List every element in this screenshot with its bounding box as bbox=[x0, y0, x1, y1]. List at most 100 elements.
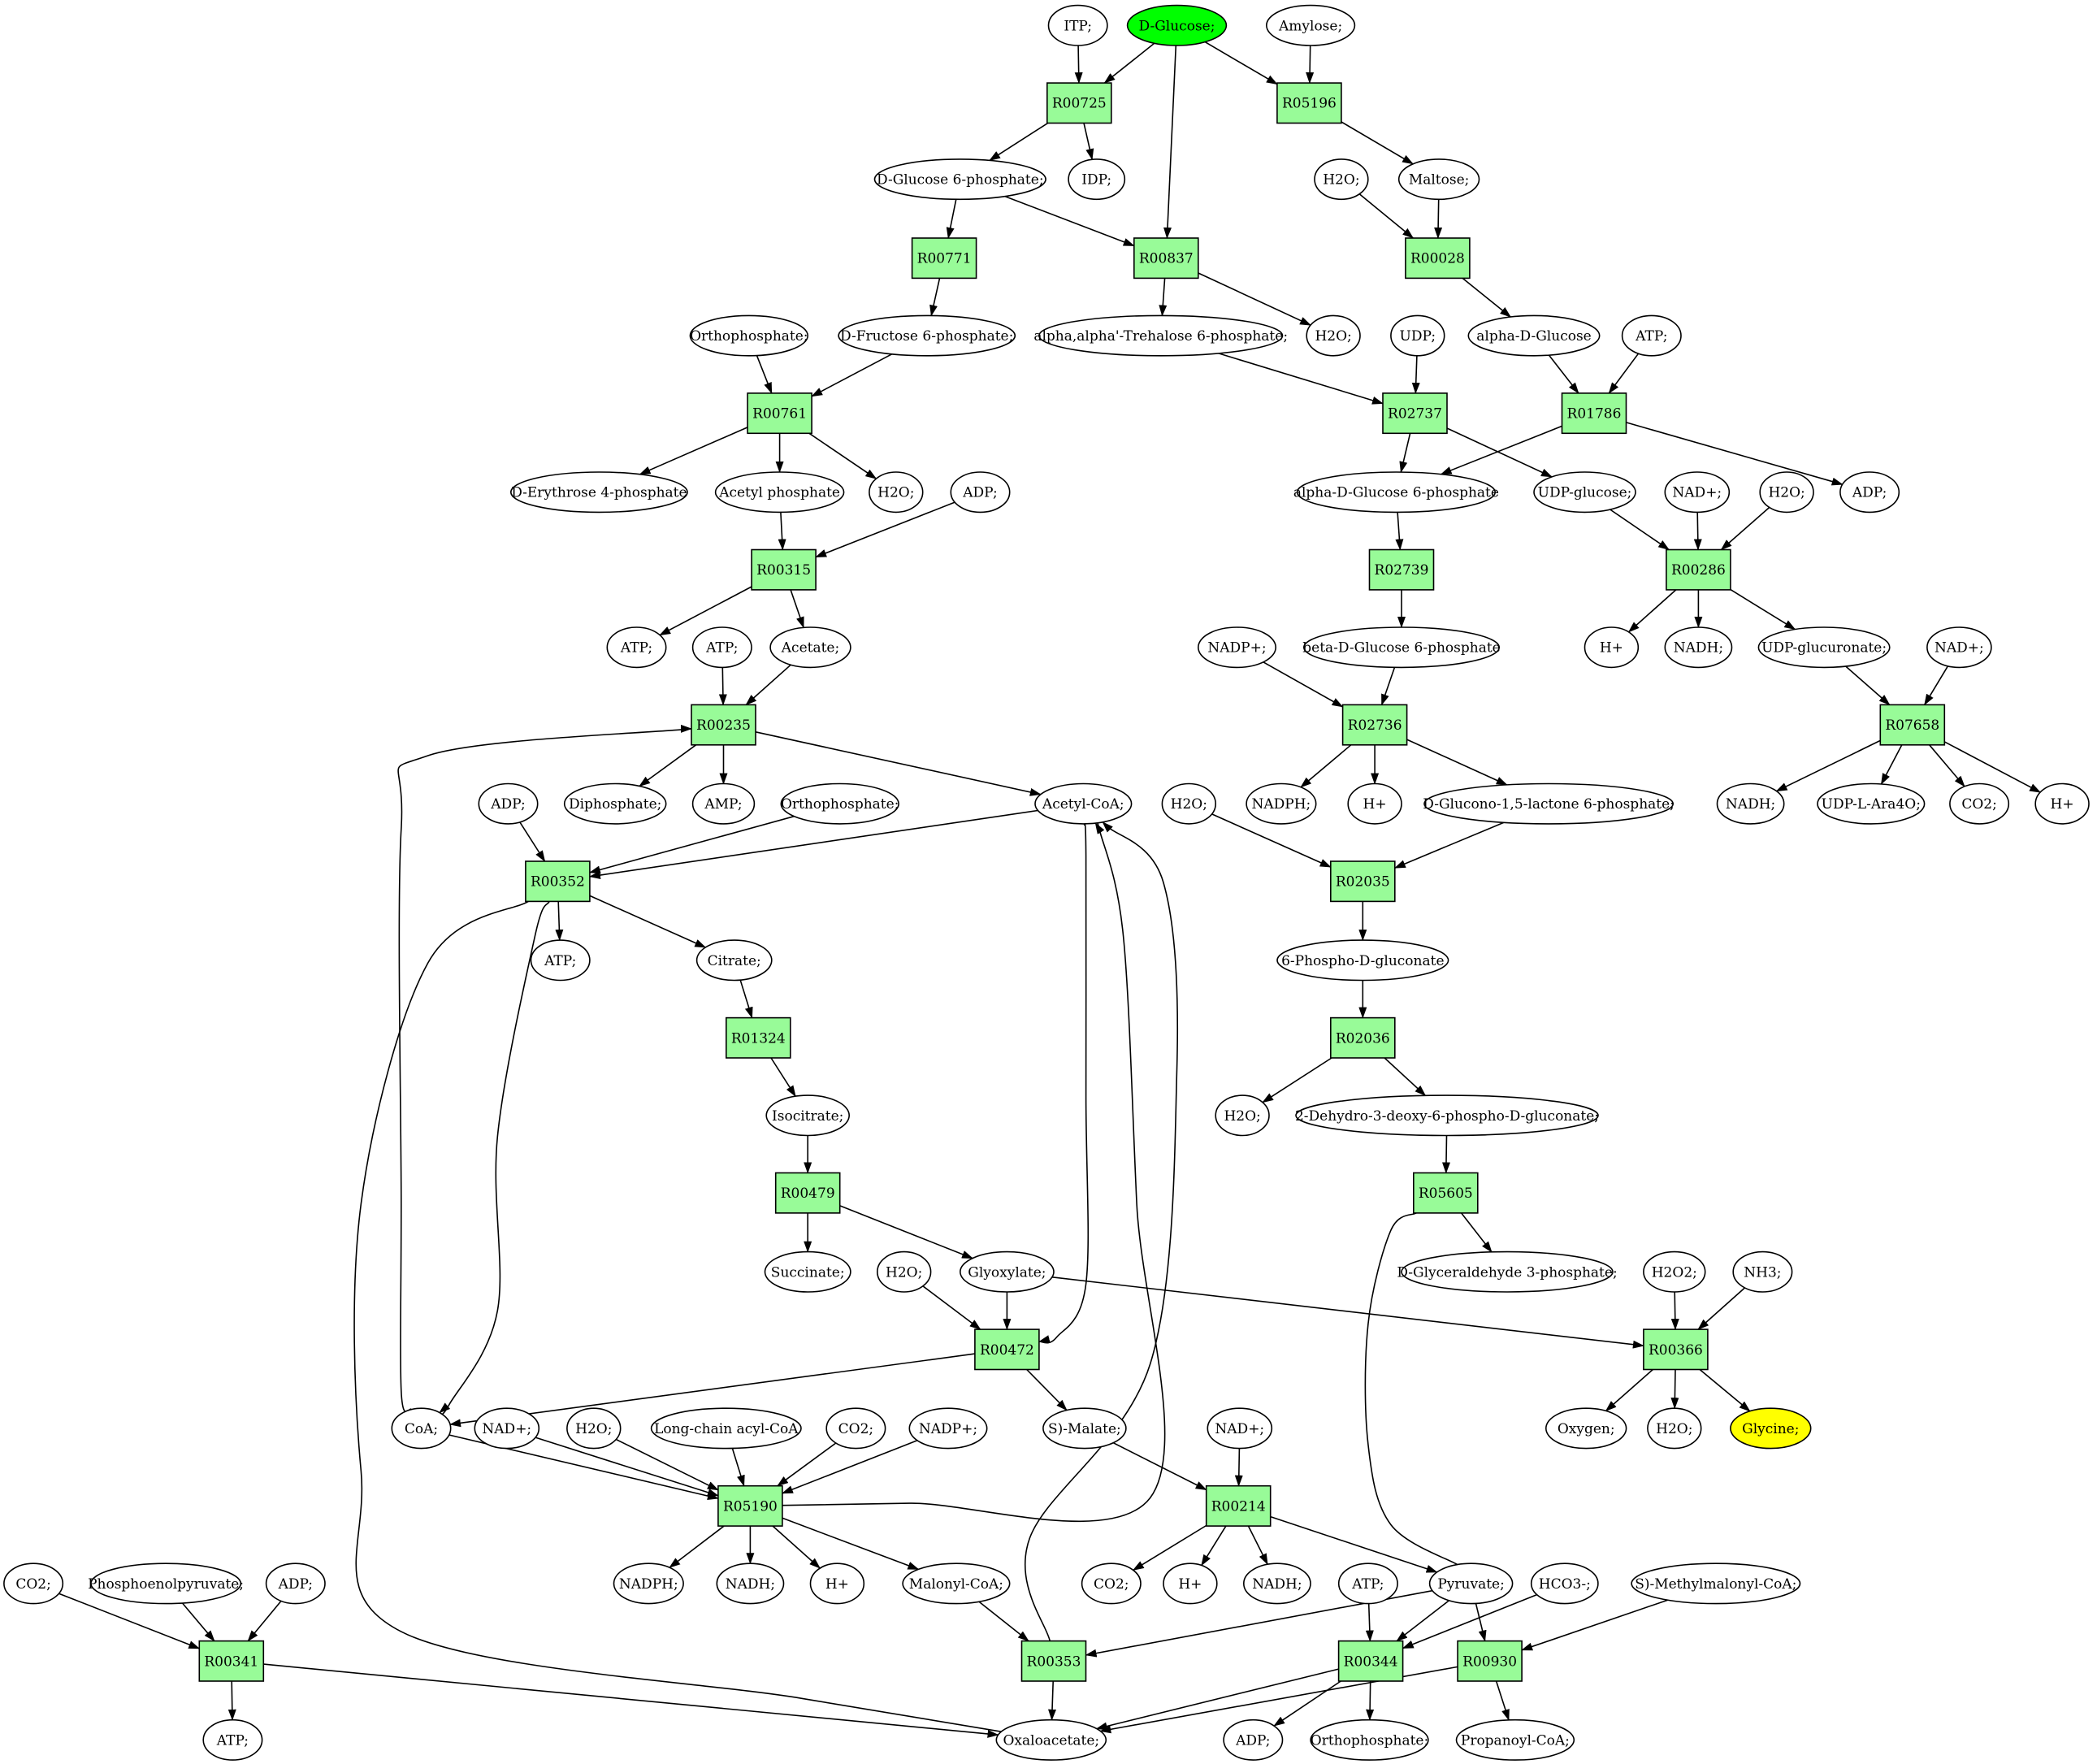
compound-node-c_udpara[interactable]: UDP-L-Ara4O; bbox=[1817, 782, 1926, 825]
reaction-node-r_R00725[interactable]: R00725 bbox=[1046, 82, 1112, 124]
compound-node-c_nadh_c[interactable]: NADH; bbox=[716, 1562, 785, 1605]
compound-node-c_diphosphate[interactable]: Diphosphate; bbox=[563, 782, 667, 825]
compound-node-c_ortho_c[interactable]: Orthophosphate; bbox=[1310, 1718, 1429, 1761]
compound-node-c_h2o_e[interactable]: H2O; bbox=[1161, 782, 1217, 825]
compound-node-c_adp_b[interactable]: ADP; bbox=[1839, 471, 1900, 514]
compound-node-c_idp[interactable]: IDP; bbox=[1068, 158, 1126, 201]
compound-node-c_atp_d[interactable]: ATP; bbox=[530, 939, 591, 982]
compound-node-c_nadpplus_a[interactable]: NADP+; bbox=[1198, 626, 1277, 669]
compound-node-c_oxygen[interactable]: Oxygen; bbox=[1545, 1407, 1627, 1450]
compound-node-c_adp_d[interactable]: ADP; bbox=[265, 1562, 326, 1605]
compound-node-c_f6p[interactable]: D-Fructose 6-phosphate; bbox=[838, 314, 1016, 357]
compound-node-c_acetylcoa[interactable]: Acetyl-CoA; bbox=[1034, 782, 1133, 825]
compound-node-c_nadh_d[interactable]: NADH; bbox=[1243, 1562, 1311, 1605]
compound-node-c_succinate[interactable]: Succinate; bbox=[764, 1250, 851, 1293]
reaction-node-r_R00353[interactable]: R00353 bbox=[1020, 1640, 1087, 1682]
compound-node-c_co2_a[interactable]: CO2; bbox=[1949, 782, 2010, 825]
compound-node-c_adp_c[interactable]: ADP; bbox=[478, 782, 539, 825]
compound-node-c_e4p[interactable]: D-Erythrose 4-phosphate bbox=[510, 471, 688, 514]
compound-node-c_isocitrate[interactable]: Isocitrate; bbox=[765, 1094, 851, 1137]
reaction-node-r_R00028[interactable]: R00028 bbox=[1405, 237, 1471, 280]
compound-node-c_nh3[interactable]: NH3; bbox=[1732, 1250, 1793, 1293]
compound-node-c_atp_f[interactable]: ATP; bbox=[202, 1718, 263, 1761]
compound-node-c_h2o_c[interactable]: H2O; bbox=[869, 471, 924, 514]
compound-node-c_atp_c[interactable]: ATP; bbox=[691, 626, 752, 669]
reaction-node-r_R00366[interactable]: R00366 bbox=[1643, 1328, 1709, 1371]
compound-node-c_nadp_c[interactable]: NAD+; bbox=[474, 1407, 540, 1450]
compound-node-c_acetylp[interactable]: Acetyl phosphate bbox=[714, 471, 845, 514]
compound-node-c_h2o_h[interactable]: H2O; bbox=[566, 1407, 622, 1450]
compound-node-c_amp[interactable]: AMP; bbox=[691, 782, 756, 825]
reaction-node-r_R00344[interactable]: R00344 bbox=[1337, 1640, 1404, 1682]
compound-node-c_pyruvate[interactable]: Pyruvate; bbox=[1428, 1562, 1514, 1605]
reaction-node-r_R05605[interactable]: R05605 bbox=[1413, 1172, 1479, 1214]
compound-node-c_h2o_a[interactable]: H2O; bbox=[1314, 158, 1369, 201]
compound-node-c_pep[interactable]: Phosphoenolpyruvate; bbox=[88, 1562, 244, 1605]
reaction-node-r_R01324[interactable]: R01324 bbox=[725, 1016, 791, 1059]
compound-node-c_ag6p[interactable]: alpha-D-Glucose 6-phosphate bbox=[1293, 471, 1499, 514]
compound-node-c_nadpplus_b[interactable]: NADP+; bbox=[908, 1407, 988, 1450]
compound-node-c_udpglucose[interactable]: UDP-glucose; bbox=[1533, 471, 1636, 514]
compound-node-c_amylose[interactable]: Amylose; bbox=[1265, 4, 1356, 46]
compound-node-c_hplus_b[interactable]: H+ bbox=[1347, 782, 1402, 825]
compound-node-c_nadph_b[interactable]: NADPH; bbox=[613, 1562, 684, 1605]
compound-node-c_nadph_a[interactable]: NADPH; bbox=[1246, 782, 1317, 825]
compound-node-c_hco3[interactable]: HCO3-; bbox=[1530, 1562, 1599, 1605]
reaction-node-r_R02736[interactable]: R02736 bbox=[1341, 704, 1408, 746]
compound-node-c_adglucose[interactable]: alpha-D-Glucose bbox=[1467, 314, 1601, 357]
compound-node-c_ortho_a[interactable]: Orthophosphate; bbox=[689, 314, 808, 357]
compound-node-c_hplus_e[interactable]: H+ bbox=[1163, 1562, 1218, 1605]
reaction-node-r_R00761[interactable]: R00761 bbox=[747, 392, 812, 435]
reaction-node-r_R00214[interactable]: R00214 bbox=[1205, 1484, 1272, 1527]
compound-node-c_smalate[interactable]: S)-Malate; bbox=[1042, 1407, 1127, 1450]
reaction-node-r_R00352[interactable]: R00352 bbox=[525, 860, 591, 903]
reaction-node-r_R00235[interactable]: R00235 bbox=[691, 704, 756, 746]
reaction-node-r_R00341[interactable]: R00341 bbox=[198, 1640, 265, 1682]
reaction-node-r_R01786[interactable]: R01786 bbox=[1561, 392, 1627, 435]
compound-node-c_smethylmalonylcoa[interactable]: S)-Methylmalonyl-CoA; bbox=[1631, 1562, 1801, 1605]
compound-node-c_nadp_a[interactable]: NAD+; bbox=[1664, 471, 1731, 514]
compound-node-c_nadh_b[interactable]: NADH; bbox=[1716, 782, 1785, 825]
compound-node-c_acetate[interactable]: Acetate; bbox=[769, 626, 851, 669]
compound-node-c_co2_c[interactable]: CO2; bbox=[3, 1562, 64, 1605]
compound-node-c_citrate[interactable]: Citrate; bbox=[695, 939, 773, 982]
compound-node-c_co2_b[interactable]: CO2; bbox=[825, 1407, 886, 1450]
compound-node-c_gap[interactable]: D-Glyceraldehyde 3-phosphate; bbox=[1397, 1250, 1618, 1293]
compound-node-c_glyoxylate[interactable]: Glyoxylate; bbox=[960, 1250, 1055, 1293]
compound-node-c_kdpg[interactable]: 2-Dehydro-3-deoxy-6-phospho-D-gluconate; bbox=[1295, 1094, 1599, 1137]
reaction-node-r_R07658[interactable]: R07658 bbox=[1879, 704, 1946, 746]
compound-node-c_glycine[interactable]: Glycine; bbox=[1730, 1407, 1812, 1450]
compound-node-c_trehalose6p[interactable]: alpha,alpha'-Trehalose 6-phosphate; bbox=[1033, 314, 1288, 357]
compound-node-c_oxaloacetate[interactable]: Oxaloacetate; bbox=[995, 1718, 1107, 1761]
compound-node-c_lcacylcoa[interactable]: Long-chain acyl-CoA bbox=[650, 1407, 802, 1450]
compound-node-c_ortho_b[interactable]: Orthophosphate; bbox=[780, 782, 899, 825]
compound-node-c_nadh_a[interactable]: NADH; bbox=[1664, 626, 1733, 669]
compound-node-c_hplus_c[interactable]: H+ bbox=[2034, 782, 2090, 825]
reaction-node-r_R00286[interactable]: R00286 bbox=[1666, 548, 1731, 591]
compound-node-c_co2_d[interactable]: CO2; bbox=[1081, 1562, 1142, 1605]
compound-node-c_hplus_d[interactable]: H+ bbox=[809, 1562, 865, 1605]
compound-node-c_propanoylcoa[interactable]: Propanoyl-CoA; bbox=[1455, 1718, 1575, 1761]
compound-node-c_udp[interactable]: UDP; bbox=[1390, 314, 1445, 357]
compound-node-c_atp_a[interactable]: ATP; bbox=[1621, 314, 1682, 357]
compound-node-c_udpglucuronate[interactable]: UDP-glucuronate; bbox=[1757, 626, 1891, 669]
reaction-node-r_R02035[interactable]: R02035 bbox=[1330, 860, 1396, 903]
reaction-node-r_R05190[interactable]: R05190 bbox=[717, 1484, 783, 1527]
reaction-node-r_R02036[interactable]: R02036 bbox=[1330, 1016, 1396, 1059]
compound-node-c_atp_e[interactable]: ATP; bbox=[1337, 1562, 1398, 1605]
reaction-node-r_R00771[interactable]: R00771 bbox=[911, 237, 977, 280]
reaction-node-r_R00837[interactable]: R00837 bbox=[1133, 237, 1199, 280]
compound-node-c_h2o_b[interactable]: H2O; bbox=[1306, 314, 1361, 357]
compound-node-c_malonylcoa[interactable]: Malonyl-CoA; bbox=[902, 1562, 1011, 1605]
compound-node-c_maltose[interactable]: Maltose; bbox=[1397, 158, 1480, 201]
compound-node-c_6pg[interactable]: 6-Phospho-D-gluconate bbox=[1276, 939, 1449, 982]
compound-node-c_dglucose[interactable]: D-Glucose; bbox=[1126, 4, 1228, 46]
reaction-node-r_R02739[interactable]: R02739 bbox=[1368, 548, 1435, 591]
compound-node-c_h2o_d[interactable]: H2O; bbox=[1759, 471, 1814, 514]
compound-node-c_itp[interactable]: ITP; bbox=[1047, 4, 1108, 46]
reaction-node-r_R05196[interactable]: R05196 bbox=[1276, 82, 1342, 124]
reaction-node-r_R02737[interactable]: R02737 bbox=[1382, 392, 1448, 435]
compound-node-c_coa[interactable]: CoA; bbox=[391, 1407, 452, 1450]
reaction-node-r_R00315[interactable]: R00315 bbox=[751, 548, 817, 591]
reaction-node-r_R00479[interactable]: R00479 bbox=[774, 1172, 841, 1214]
